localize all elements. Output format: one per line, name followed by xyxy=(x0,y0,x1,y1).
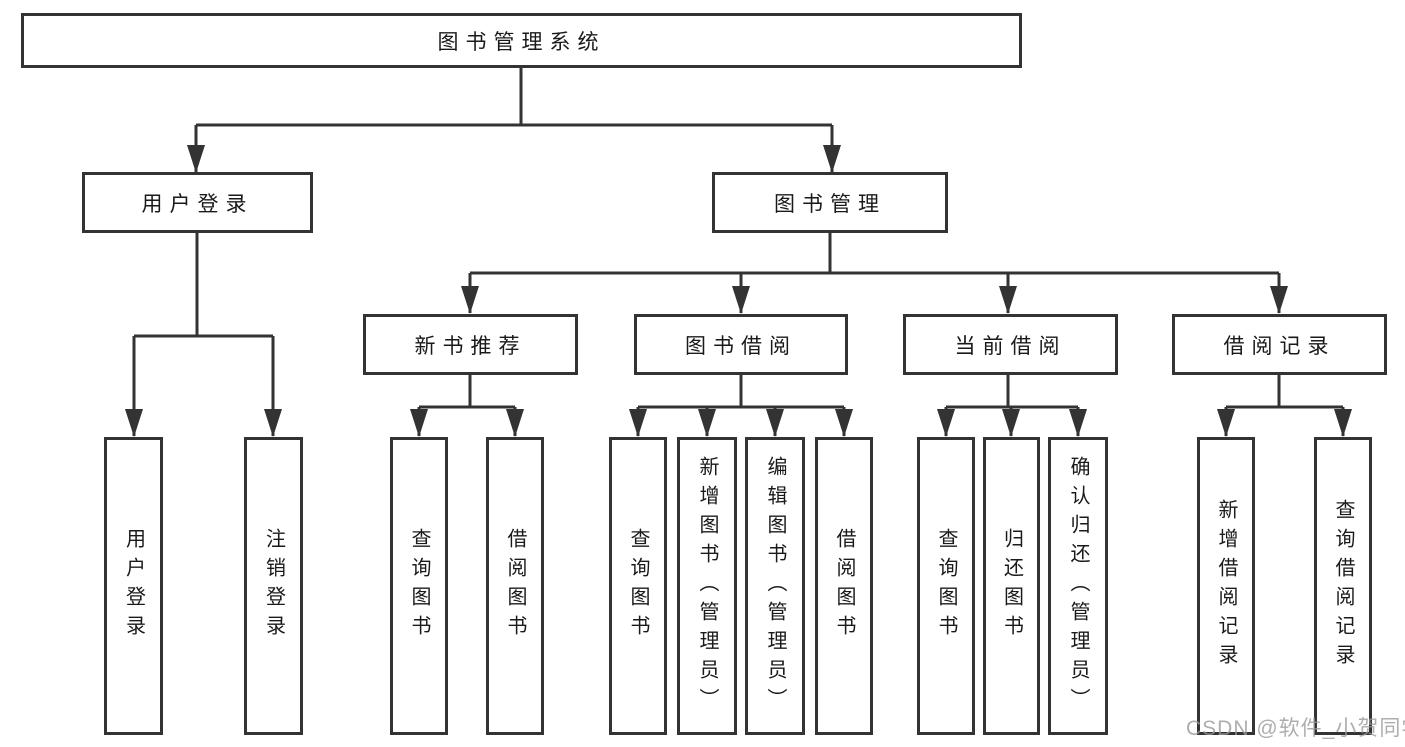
node-book-management: 图书管理 xyxy=(712,172,948,233)
trunk-new-book-recommend xyxy=(419,375,515,409)
csdn-watermark: CSDN @软件_小贺同学 xyxy=(1186,717,1405,740)
trunk-root xyxy=(196,68,832,127)
node-book-borrow: 图书借阅 xyxy=(634,314,848,375)
leaf-logout: 注销登录 xyxy=(244,437,303,735)
leaf-borrow-books-1: 借阅图书 xyxy=(486,437,544,735)
trunk-current-borrow xyxy=(946,375,1078,409)
leaf-edit-books-admin-label: 编辑图书（管理员） xyxy=(764,455,786,717)
leaf-query-books-3-label: 查询图书 xyxy=(935,528,957,644)
node-user-login: 用户登录 xyxy=(82,172,313,233)
leaf-borrow-books-2-label: 借阅图书 xyxy=(833,528,855,644)
leaf-logout-label: 注销登录 xyxy=(262,528,285,644)
leaf-query-books-2: 查询图书 xyxy=(609,437,667,735)
leaf-user-login: 用户登录 xyxy=(104,437,163,735)
node-user-login-label: 用户登录 xyxy=(141,192,254,216)
leaf-query-books-3: 查询图书 xyxy=(917,437,975,735)
leaf-add-borrow-record-label: 新增借阅记录 xyxy=(1215,499,1237,673)
leaf-add-books-admin-label: 新增图书（管理员） xyxy=(696,455,718,717)
leaf-confirm-return-admin: 确认归还（管理员） xyxy=(1048,437,1108,735)
leaf-confirm-return-admin-label: 确认归还（管理员） xyxy=(1067,455,1089,717)
leaf-query-books-2-label: 查询图书 xyxy=(627,528,649,644)
trunk-book-management xyxy=(470,233,1279,275)
node-current-borrow: 当前借阅 xyxy=(903,314,1118,375)
leaf-return-books: 归还图书 xyxy=(983,437,1040,735)
node-library-management-system: 图书管理系统 xyxy=(21,13,1022,68)
leaf-user-login-label: 用户登录 xyxy=(122,528,145,644)
node-borrow-records: 借阅记录 xyxy=(1172,314,1387,375)
node-current-borrow-label: 当前借阅 xyxy=(954,334,1067,358)
node-borrow-records-label: 借阅记录 xyxy=(1223,334,1336,358)
leaf-borrow-books-2: 借阅图书 xyxy=(815,437,873,735)
leaf-borrow-books-1-label: 借阅图书 xyxy=(504,528,526,644)
trunk-user-login xyxy=(134,233,273,338)
leaf-query-books-1: 查询图书 xyxy=(390,437,448,735)
leaf-edit-books-admin: 编辑图书（管理员） xyxy=(745,437,805,735)
leaf-query-borrow-record-label: 查询借阅记录 xyxy=(1332,499,1354,673)
node-new-book-recommend-label: 新书推荐 xyxy=(414,334,527,358)
leaf-query-books-1-label: 查询图书 xyxy=(408,528,430,644)
trunk-borrow-records xyxy=(1226,375,1343,409)
leaf-return-books-label: 归还图书 xyxy=(1000,528,1023,644)
leaf-query-borrow-record: 查询借阅记录 xyxy=(1314,437,1372,735)
node-library-management-system-label: 图书管理系统 xyxy=(437,30,606,54)
leaf-add-borrow-record: 新增借阅记录 xyxy=(1197,437,1255,735)
node-book-borrow-label: 图书借阅 xyxy=(685,334,797,358)
trunk-book-borrow xyxy=(638,375,844,409)
leaf-add-books-admin: 新增图书（管理员） xyxy=(677,437,737,735)
node-new-book-recommend: 新书推荐 xyxy=(363,314,578,375)
node-book-management-label: 图书管理 xyxy=(774,192,886,216)
